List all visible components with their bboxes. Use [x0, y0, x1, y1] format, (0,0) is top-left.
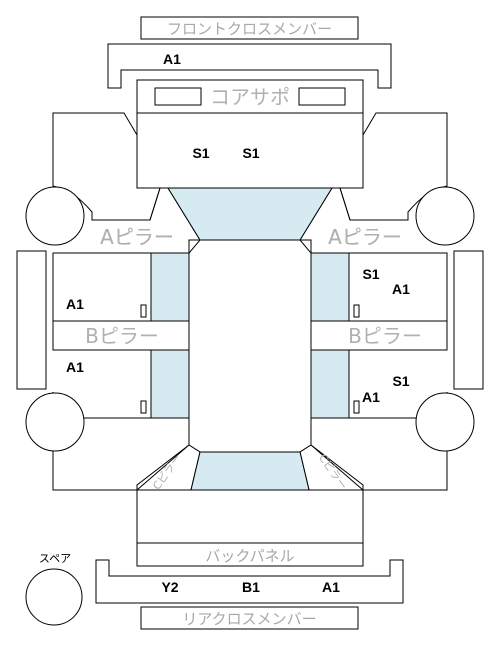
rear-left-wheel: [25, 392, 85, 452]
front-cross-member-label: フロントクロスメンバー: [167, 20, 332, 38]
front-left-wheel: [25, 186, 85, 246]
rear-cross-member-label: リアクロスメンバー: [182, 610, 316, 628]
left-front-door-code: A1: [66, 296, 84, 312]
right-rear-window: [310, 349, 350, 419]
right-side-sill: [453, 250, 484, 390]
spare-label: スペア: [39, 552, 71, 565]
headlight-left: [154, 87, 202, 106]
core-support-label: コアサポ: [210, 85, 290, 109]
right-front-door-handle: [353, 304, 360, 318]
back-panel-label: バックパネル: [205, 547, 294, 565]
right-rear-door-code-s: S1: [392, 373, 409, 389]
spare-tire: [25, 568, 83, 626]
b-pillar-left-band: [52, 320, 190, 351]
trunk-area: [136, 489, 364, 544]
hood-code-right: S1: [242, 145, 259, 161]
right-rear-door: [348, 349, 447, 419]
front-bumper-code: A1: [163, 51, 181, 67]
right-rear-door-handle: [353, 400, 360, 414]
front-bumper-outline: [107, 43, 392, 89]
right-rear-door-code-a: A1: [362, 389, 380, 405]
rear-bumper-code-2: B1: [242, 579, 260, 595]
right-front-door-code-a: A1: [392, 281, 410, 297]
rear-bumper-outline: [95, 559, 404, 604]
a-pillar-left-label: Aピラー: [100, 225, 174, 249]
right-front-door-code-s: S1: [362, 266, 379, 282]
rear-right-wheel: [415, 392, 475, 452]
hood-code-left: S1: [192, 145, 209, 161]
left-rear-door-handle: [140, 400, 147, 414]
b-pillar-right-label: Bピラー: [348, 324, 422, 348]
a-pillar-right-label-overlay: Aピラー: [328, 225, 402, 249]
left-side-sill: [16, 250, 47, 390]
rear-window: [190, 451, 310, 491]
windshield: [167, 187, 333, 241]
a-pillar-left-label-overlay: Aピラー: [100, 225, 174, 249]
front-right-wheel: [415, 186, 475, 246]
front-cross-member-box: [140, 16, 359, 40]
left-rear-window: [150, 349, 190, 419]
rear-bumper-code-3: A1: [322, 579, 340, 595]
back-panel-box: [136, 542, 364, 567]
a-pillar-right-label: Aピラー: [328, 225, 402, 249]
left-front-door-handle: [140, 304, 147, 318]
right-front-window: [310, 252, 350, 322]
rear-cross-member-box: [140, 606, 359, 630]
roof-panel: [188, 239, 312, 453]
headlight-right: [298, 87, 346, 106]
left-rear-door-code: A1: [66, 359, 84, 375]
b-pillar-right-band: [310, 320, 448, 351]
left-rear-door: [53, 349, 152, 419]
rear-bumper-code-1: Y2: [161, 579, 178, 595]
b-pillar-left-label: Bピラー: [85, 324, 159, 348]
left-front-window: [150, 252, 190, 322]
